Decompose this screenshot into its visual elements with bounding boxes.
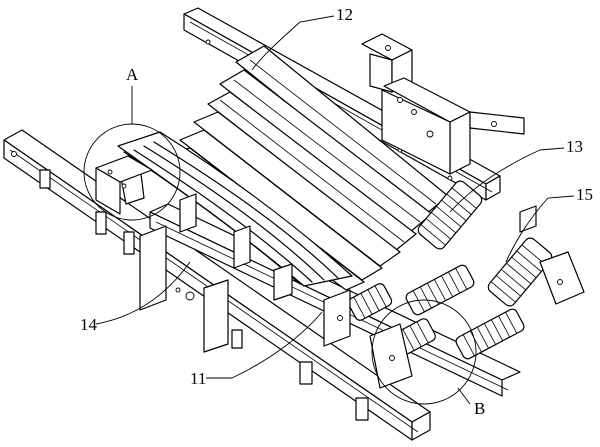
detail-circle-b <box>371 299 477 405</box>
label-14: 14 <box>80 315 98 334</box>
label-15: 15 <box>576 185 593 204</box>
label-11: 11 <box>190 369 206 388</box>
spring-mounts <box>323 205 585 389</box>
rear-stand-bracket <box>361 33 525 175</box>
label-b: B <box>474 399 485 418</box>
spring-set-13 <box>417 180 553 307</box>
label-12: 12 <box>336 5 353 24</box>
label-a: A <box>126 65 139 84</box>
left-bracket <box>95 155 153 215</box>
label-13: 13 <box>566 137 583 156</box>
impact-bar-bed <box>117 45 449 291</box>
leader-lines <box>95 15 575 405</box>
